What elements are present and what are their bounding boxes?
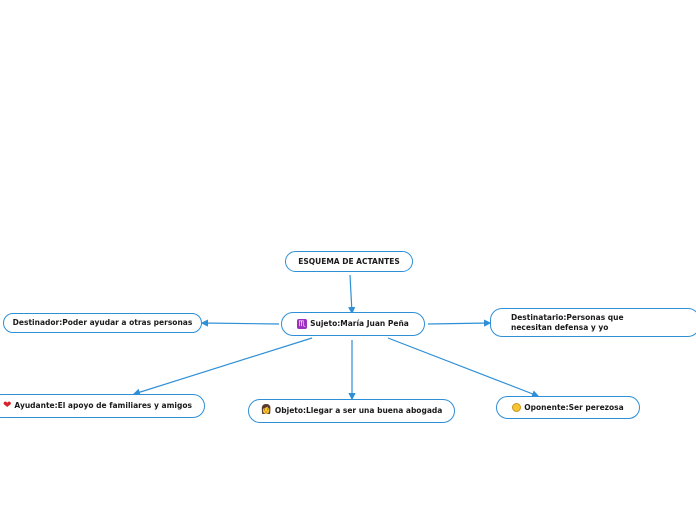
node-objeto[interactable]: 👩 Objeto:Llegar a ser una buena abogada — [248, 399, 455, 423]
heart-icon: ❤ — [3, 399, 12, 411]
node-oponente-label: Oponente:Ser perezosa — [524, 402, 624, 412]
node-destinador-label: Destinador:Poder ayudar a otras personas — [12, 318, 193, 328]
node-title[interactable]: ESQUEMA DE ACTANTES — [285, 251, 413, 272]
edge-sujeto-to-oponente — [387, 337, 540, 398]
scorpio-icon: ♏ — [297, 319, 308, 329]
node-sujeto[interactable]: ♏ Sujeto:María Juan Peña — [281, 312, 425, 336]
node-destinador[interactable]: Destinador:Poder ayudar a otras personas — [3, 313, 202, 333]
edge-sujeto-to-ayudante — [132, 337, 313, 396]
node-sujeto-label: Sujeto:María Juan Peña — [310, 319, 409, 329]
node-objeto-label: Objeto:Llegar a ser una buena abogada — [274, 406, 443, 416]
yawning-face-icon — [512, 403, 522, 412]
node-title-label: ESQUEMA DE ACTANTES — [298, 256, 400, 266]
edge-title-to-sujeto — [348, 274, 356, 315]
edge-sujeto-to-destinatario — [427, 319, 492, 327]
node-destinatario-label: Destinatario:Personas que necesitan defe… — [511, 313, 624, 332]
node-oponente[interactable]: Oponente:Ser perezosa — [496, 396, 640, 419]
node-destinatario[interactable]: Destinatario:Personas que necesitan defe… — [490, 308, 696, 337]
woman-judge-icon: 👩 — [260, 405, 272, 416]
node-ayudante-label: Ayudante:El apoyo de familiares y amigos — [14, 401, 192, 411]
edge-sujeto-to-destinador — [200, 319, 280, 327]
node-ayudante[interactable]: ❤ Ayudante:El apoyo de familiares y amig… — [0, 394, 205, 418]
